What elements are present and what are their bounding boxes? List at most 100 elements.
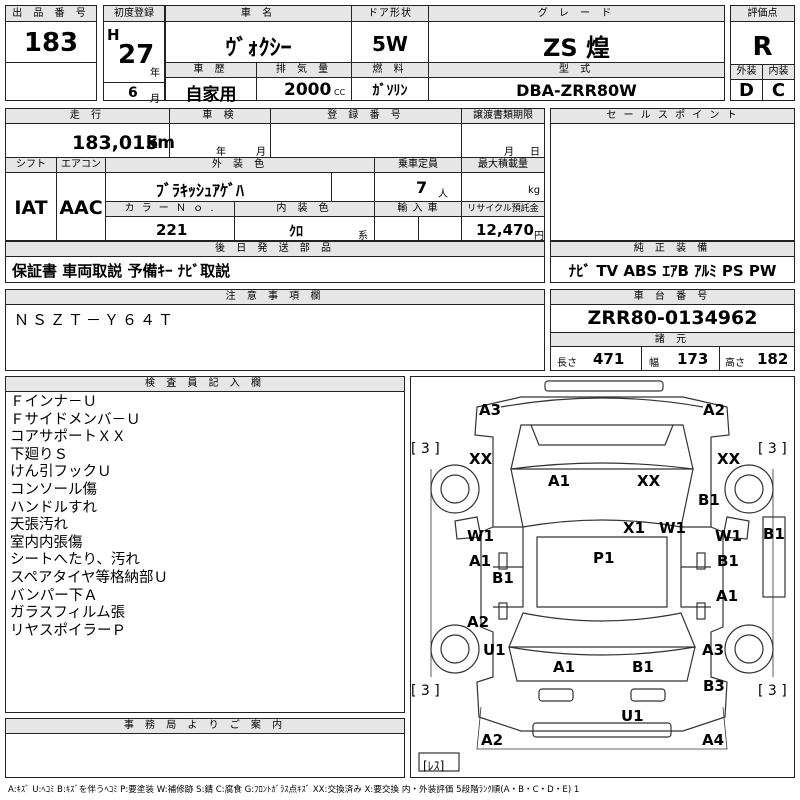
history: 自家用 xyxy=(185,85,237,105)
mark-x1: X1 xyxy=(623,519,646,537)
mark-w1-right: W1 xyxy=(659,519,686,537)
mileage-unit: km xyxy=(146,133,176,153)
int-color-unit: 系 xyxy=(358,231,368,242)
parts-label: 後 日 発 送 部 品 xyxy=(6,242,544,257)
fuel: ｶﾞｿﾘﾝ xyxy=(372,83,408,99)
interior-score: C xyxy=(771,80,786,101)
office-box: 事 務 局 よ り ご 案 内 xyxy=(5,718,405,778)
inspector-line: コアサポートＸＸ xyxy=(10,429,126,446)
inspector-line: リヤスポイラーＰ xyxy=(10,622,126,639)
load-unit: kg xyxy=(528,185,541,196)
legend: A:ｷｽﾞ U:ﾍｺﾐ B:ｷｽﾞを伴うﾍｺﾐ P:要塗装 W:補修跡 S:錆 … xyxy=(8,785,580,795)
length: 471 xyxy=(593,350,625,368)
recycle-label: リサイクル預託金 xyxy=(462,202,544,217)
mark-a3-top: A3 xyxy=(479,401,502,419)
tire-rr-tread: [ 3 ] xyxy=(758,683,787,699)
mark-w1-right-door: W1 xyxy=(715,527,742,545)
parts-box: 後 日 発 送 部 品 保証書 車両取説 予備ｷｰ ﾅﾋﾞ取説 xyxy=(5,241,545,283)
car-info-box: 車 名 ｳﾞｫｸｼｰ ドア形状 5W グ レ ー ド ZS 煌 車 歴 自家用 … xyxy=(165,5,725,105)
mark-b1-left-door: B1 xyxy=(492,569,514,587)
mark-u1-left: U1 xyxy=(483,641,506,659)
year-unit: 年 xyxy=(150,68,160,79)
mark-a1-left-door: A1 xyxy=(469,552,492,570)
mark-w1-left: W1 xyxy=(467,527,494,545)
ac: AAC xyxy=(59,197,103,219)
ac-label: エアコン xyxy=(57,158,105,173)
inspector-line: ガラスフィルム張 xyxy=(10,605,126,622)
displacement-label: 排 気 量 xyxy=(257,63,351,78)
recycle-fee: 12,470 xyxy=(476,221,534,239)
era: H xyxy=(107,26,120,44)
capacity-unit: 人 xyxy=(438,189,448,200)
interior-color: ｸﾛ xyxy=(289,224,303,240)
spec-box: 走 行 183,015 km 車 検 年 月 登 録 番 号 譲渡書類期限 月 … xyxy=(5,108,545,242)
sales-point-label: セ ー ル ス ポ イ ン ト xyxy=(551,109,794,124)
tire-rl-tread: [ 3 ] xyxy=(411,683,440,699)
reg-no-label: 登 録 番 号 xyxy=(271,109,461,124)
color-label: 外 装 色 xyxy=(106,158,374,173)
mark-xx-left: XX xyxy=(469,450,493,468)
mark-a2-top: A2 xyxy=(703,401,726,419)
score-box: 評価点 R 外装 内装 D C xyxy=(730,5,795,101)
equipment-value: ﾅﾋﾞ TV ABS ｴｱB ｱﾙﾐ PS PW xyxy=(568,262,777,280)
width-label: 幅 xyxy=(649,358,659,369)
score: R xyxy=(752,32,773,62)
mark-p1: P1 xyxy=(593,549,615,567)
office-label: 事 務 局 よ り ご 案 内 xyxy=(6,719,404,734)
door-type: 5W xyxy=(372,32,408,56)
damage-diagram: A3 A2 [ 3 ] [ 3 ] [ 3 ] [ 3 ] XX XX A1 X… xyxy=(410,376,795,778)
inspection-month-unit: 月 xyxy=(256,147,266,158)
load-label: 最大積載量 xyxy=(462,158,544,173)
shift-label: シフト xyxy=(6,158,56,173)
mark-a1-trunk: A1 xyxy=(553,658,576,676)
grade-label: グ レ ー ド xyxy=(429,6,724,22)
mark-a1-hood: A1 xyxy=(548,472,571,490)
mark-a1-right-rear: A1 xyxy=(716,587,739,605)
inspector-line: Ｆインナ－Ｕ xyxy=(10,394,97,410)
history-label: 車 歴 xyxy=(166,63,256,78)
shift: IAT xyxy=(14,197,48,219)
mark-u1-bottom: U1 xyxy=(621,707,644,725)
mark-xx-hood: XX xyxy=(637,472,661,490)
inspector-line: シートへたり、汚れ xyxy=(10,552,140,569)
mark-b3-right: B3 xyxy=(703,677,725,695)
inspector-line: 下廻りＳ xyxy=(10,446,68,463)
capacity: 7 xyxy=(416,178,428,197)
displacement-unit: CC xyxy=(334,88,346,97)
recycle-unit: 円 xyxy=(534,231,544,242)
inspector-line: Ｆサイドメンバ－Ｕ xyxy=(10,411,141,428)
notes-label: 注 意 事 項 欄 xyxy=(6,290,544,305)
mark-b1-right-door: B1 xyxy=(717,552,739,570)
height-label: 高さ xyxy=(725,358,745,369)
first-reg-month: 6 xyxy=(128,85,138,101)
lot-label: 出 品 番 号 xyxy=(6,6,96,22)
mark-b1-far-right: B1 xyxy=(763,525,785,543)
transfer-month-unit: 月 xyxy=(504,147,514,158)
sales-point-box: セ ー ル ス ポ イ ン ト xyxy=(550,108,795,241)
inspector-label: 検 査 員 記 入 欄 xyxy=(6,377,404,392)
score-label: 評価点 xyxy=(731,6,794,22)
spec-label: 諸 元 xyxy=(551,332,794,347)
mark-xx-right: XX xyxy=(717,450,741,468)
exterior-score: D xyxy=(739,80,754,101)
transfer-day-unit: 日 xyxy=(530,147,540,158)
inspector-line: コンソール傷 xyxy=(10,481,97,498)
lot-box: 出 品 番 号 183 xyxy=(5,5,97,101)
color-no: 221 xyxy=(156,221,188,239)
transfer-label: 譲渡書類期限 xyxy=(462,109,544,124)
mark-a2-left-rear: A2 xyxy=(467,613,490,631)
chassis-box: 車 台 番 号 ZRR80-0134962 諸 元 長さ 471 幅 173 高… xyxy=(550,289,795,371)
tire-fr-tread: [ 3 ] xyxy=(758,441,787,457)
month-unit: 月 xyxy=(150,94,160,105)
fuel-label: 燃 料 xyxy=(352,63,428,78)
inspector-line: 室内内張傷 xyxy=(10,534,83,551)
equipment-box: 純 正 装 備 ﾅﾋﾞ TV ABS ｴｱB ｱﾙﾐ PS PW xyxy=(550,241,795,283)
chassis-number: ZRR80-0134962 xyxy=(587,307,758,329)
inspection-label: 車 検 xyxy=(170,109,270,124)
mileage-label: 走 行 xyxy=(6,109,169,124)
mark-a3-right: A3 xyxy=(702,641,725,659)
model-label: 型 式 xyxy=(429,63,724,78)
inspection-year-unit: 年 xyxy=(216,147,226,158)
